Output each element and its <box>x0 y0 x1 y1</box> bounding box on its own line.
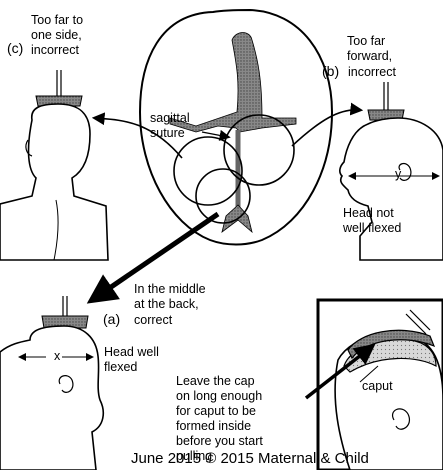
label-middle: In the middle at the back, <box>134 282 206 312</box>
label-sagittal-suture: sagittal suture <box>150 111 190 141</box>
label-caput: caput <box>362 379 393 394</box>
label-head-not-flexed: Head not well flexed <box>343 206 401 236</box>
label-b-tag: (b) <box>322 64 339 79</box>
baby-a-illustration <box>0 296 103 470</box>
baby-c-illustration <box>0 70 108 260</box>
label-b-incorrect: incorrect <box>348 65 396 80</box>
label-b-text: Too far forward, <box>347 34 392 64</box>
label-y: y <box>395 167 401 182</box>
label-a-correct: correct <box>134 313 172 328</box>
label-c-text: Too far to one side, incorrect <box>31 13 83 58</box>
label-head-well-flexed: Head well flexed <box>104 345 159 375</box>
footer-copyright: June 2015 © 2015 Maternal & Child <box>131 450 369 468</box>
label-c-tag: (c) <box>7 41 23 56</box>
label-x: x <box>54 349 60 364</box>
label-a-tag: (a) <box>103 312 120 327</box>
